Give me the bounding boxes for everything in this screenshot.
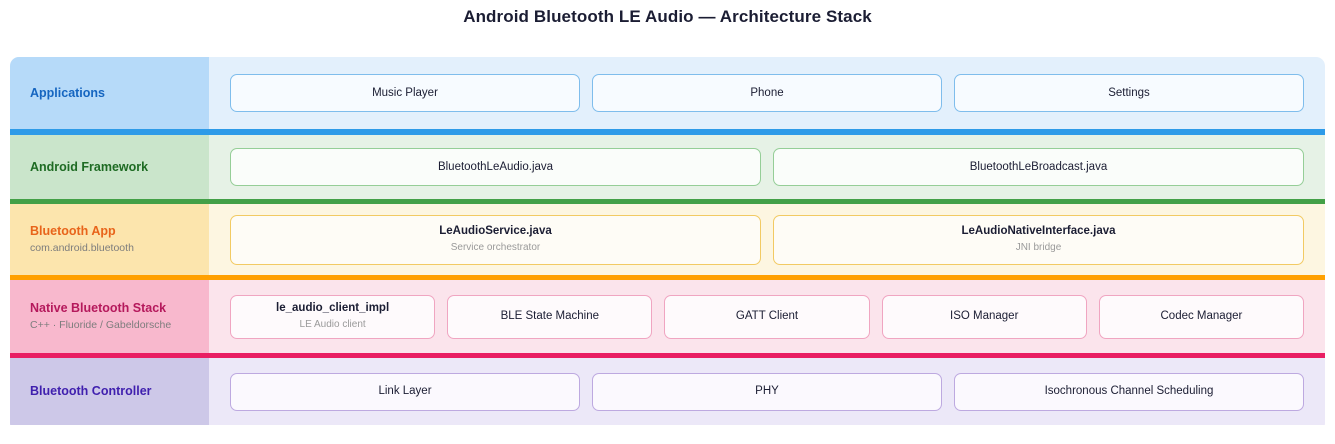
node-bluetoothlebroadcast-java[interactable]: BluetoothLeBroadcast.java [773,148,1304,186]
layer-nodes-applications: Music Player Phone Settings [209,57,1325,129]
layer-title: Native Bluetooth Stack [30,300,167,315]
node-label: Isochronous Channel Scheduling [1044,385,1214,398]
node-label: Link Layer [378,385,432,398]
node-label: Phone [750,86,784,99]
layer-bluetooth-app: Bluetooth App com.android.bluetooth LeAu… [10,204,1325,275]
layer-nodes-bluetooth-app: LeAudioService.java Service orchestrator… [209,204,1325,275]
node-ble-state-machine[interactable]: BLE State Machine [447,294,653,339]
layer-android-framework: Android Framework BluetoothLeAudio.java … [10,135,1325,199]
node-label: PHY [755,385,779,398]
layer-nodes-native-bluetooth-stack: le_audio_client_impl LE Audio client BLE… [209,280,1325,353]
layer-label-bluetooth-app: Bluetooth App com.android.bluetooth [10,204,209,275]
node-label: BluetoothLeBroadcast.java [969,160,1108,173]
node-label: BluetoothLeAudio.java [437,160,554,173]
node-isochronous-channel-scheduling[interactable]: Isochronous Channel Scheduling [954,372,1304,411]
layer-label-bluetooth-controller: Bluetooth Controller [10,358,209,425]
node-sublabel: JNI bridge [1015,242,1062,254]
layer-bluetooth-controller: Bluetooth Controller Link Layer PHY Isoc… [10,358,1325,425]
node-label: Settings [1108,86,1150,99]
node-link-layer[interactable]: Link Layer [230,372,580,411]
layer-label-android-framework: Android Framework [10,135,209,199]
layer-subtitle: C++ · Fluoride / Gabeldorsche [30,318,172,331]
layer-label-native-bluetooth-stack: Native Bluetooth Stack C++ · Fluoride / … [10,280,209,353]
divider-bluetooth-app [10,275,1325,280]
node-sublabel: Service orchestrator [450,242,541,254]
node-phy[interactable]: PHY [592,372,942,411]
page-title: Android Bluetooth LE Audio — Architectur… [463,7,872,26]
node-music-player[interactable]: Music Player [230,74,580,112]
node-settings[interactable]: Settings [954,74,1304,112]
node-bluetoothleaudio-java[interactable]: BluetoothLeAudio.java [230,148,761,186]
node-label: GATT Client [735,310,799,323]
layer-title: Android Framework [30,159,149,174]
layer-nodes-android-framework: BluetoothLeAudio.java BluetoothLeBroadca… [209,135,1325,199]
node-leaudioservice-java[interactable]: LeAudioService.java Service orchestrator [230,214,761,265]
layer-native-bluetooth-stack: Native Bluetooth Stack C++ · Fluoride / … [10,280,1325,353]
node-sublabel: LE Audio client [299,319,366,331]
node-iso-manager[interactable]: ISO Manager [881,294,1087,339]
divider-applications [10,129,1325,135]
node-label: BLE State Machine [500,310,600,323]
node-label: ISO Manager [950,310,1019,323]
node-label: LeAudioNativeInterface.java [961,225,1116,238]
layer-applications: Applications Music Player Phone Settings [10,57,1325,129]
node-gatt-client[interactable]: GATT Client [664,294,870,339]
divider-android-framework [10,199,1325,204]
node-label: le_audio_client_impl [276,302,390,315]
node-label: Music Player [372,86,438,99]
node-codec-manager[interactable]: Codec Manager [1098,294,1305,339]
layer-title: Bluetooth App [30,223,116,238]
divider-native-bluetooth-stack [10,353,1325,358]
layer-title: Bluetooth Controller [30,384,152,399]
architecture-stack-diagram: Applications Music Player Phone Settings… [10,57,1325,432]
node-label: LeAudioService.java [439,225,552,238]
node-le-audio-client-impl[interactable]: le_audio_client_impl LE Audio client [230,294,436,339]
layer-nodes-bluetooth-controller: Link Layer PHY Isochronous Channel Sched… [209,358,1325,425]
node-label: Codec Manager [1160,310,1243,323]
layer-subtitle: com.android.bluetooth [30,241,134,254]
layer-title: Applications [30,85,106,100]
node-leaudionativeinterface-java[interactable]: LeAudioNativeInterface.java JNI bridge [773,214,1304,265]
layer-label-applications: Applications [10,57,209,129]
node-phone[interactable]: Phone [592,74,942,112]
